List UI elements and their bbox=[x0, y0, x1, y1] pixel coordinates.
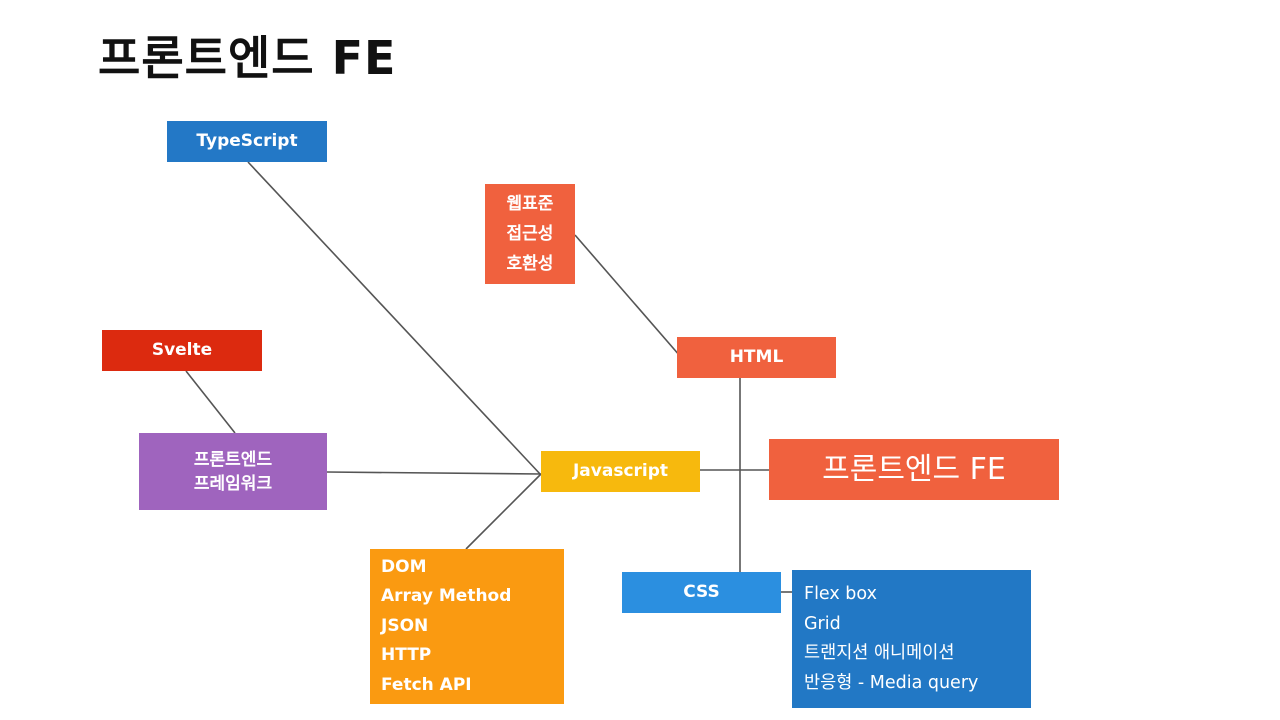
list-item: 접근성 bbox=[506, 224, 554, 244]
list-item: 프레임워크 bbox=[193, 473, 273, 494]
list-item: Grid bbox=[804, 613, 841, 634]
node-css-topics: Flex box Grid 트랜지션 애니메이션 반응형 - Media que… bbox=[792, 570, 1031, 708]
node-fe-label: 프론트엔드 FE bbox=[822, 452, 1006, 487]
connector-svelte-framework bbox=[185, 370, 236, 434]
list-item: 반응형 - Media query bbox=[804, 672, 979, 693]
connector-web-standard-html bbox=[574, 234, 681, 357]
node-javascript: Javascript bbox=[541, 451, 700, 492]
node-typescript-label: TypeScript bbox=[196, 131, 298, 152]
node-html-label: HTML bbox=[729, 347, 784, 368]
list-item: 웹표준 bbox=[506, 194, 554, 214]
connector-typescript-javascript bbox=[247, 161, 542, 476]
node-javascript-topics: DOM Array Method JSON HTTP Fetch API bbox=[370, 549, 564, 704]
list-item: Flex box bbox=[804, 584, 877, 604]
node-frontend-framework: 프론트엔드 프레임워크 bbox=[139, 433, 327, 510]
connector-framework-javascript bbox=[326, 471, 542, 475]
node-css-label: CSS bbox=[683, 582, 720, 603]
list-item: HTTP bbox=[381, 645, 432, 666]
list-item: JSON bbox=[381, 615, 429, 636]
list-item: Array Method bbox=[381, 586, 512, 607]
slide-title: 프론트엔드 FE bbox=[98, 31, 397, 85]
connector-javascript-js-topics bbox=[465, 473, 542, 550]
node-javascript-label: Javascript bbox=[572, 461, 669, 482]
node-css: CSS bbox=[622, 572, 781, 613]
list-item: 프론트엔드 bbox=[193, 449, 273, 470]
node-web-standards: 웹표준 접근성 호환성 bbox=[485, 184, 575, 284]
list-item: DOM bbox=[381, 556, 427, 577]
list-item: Fetch API bbox=[381, 674, 472, 695]
list-item: 트랜지션 애니메이션 bbox=[804, 643, 955, 663]
node-typescript: TypeScript bbox=[167, 121, 327, 162]
list-item: 호환성 bbox=[506, 254, 554, 274]
node-svelte: Svelte bbox=[102, 330, 262, 371]
node-frontend-fe: 프론트엔드 FE bbox=[769, 439, 1059, 500]
node-html: HTML bbox=[677, 337, 836, 378]
node-svelte-label: Svelte bbox=[151, 340, 213, 361]
